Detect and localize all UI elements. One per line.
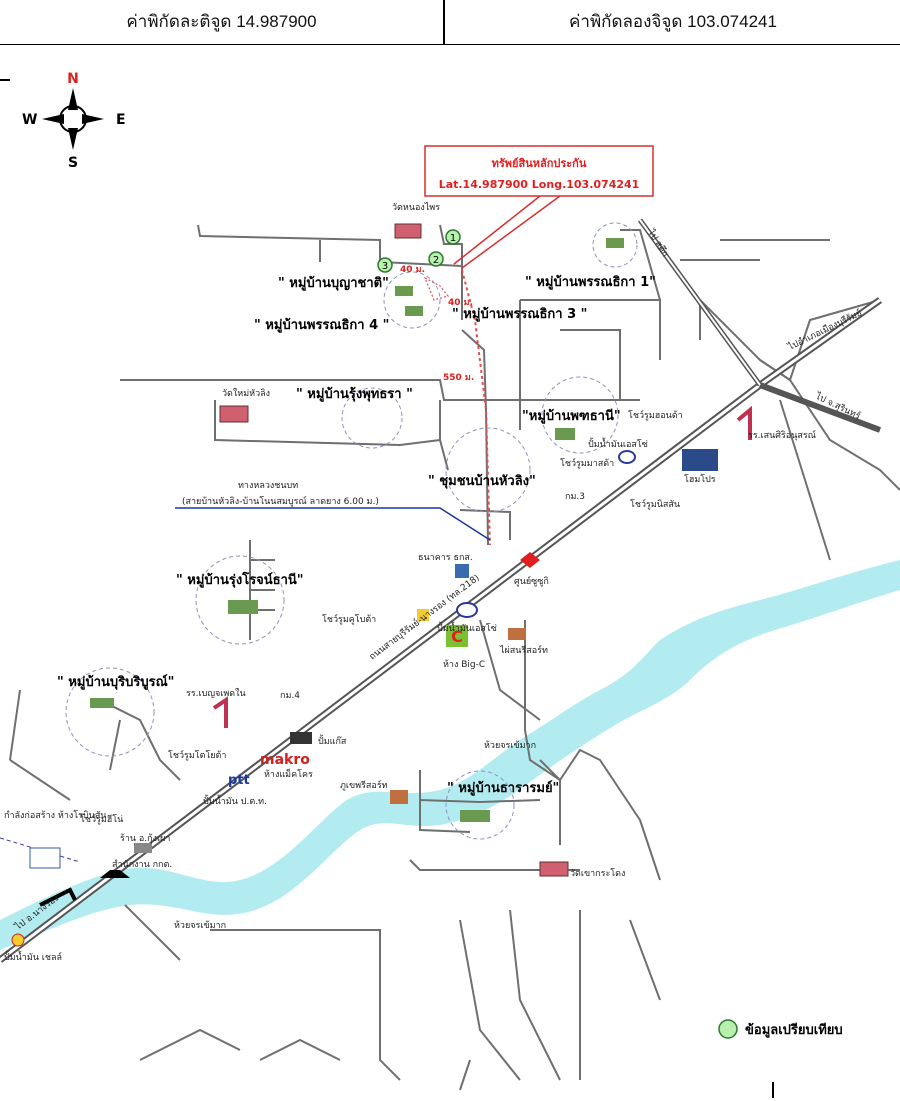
place-showroom-nissan: โชว์รูมนิสสัน	[630, 498, 680, 510]
comparable-3	[377, 257, 393, 273]
place-tile-resort: ไผ่สนรีสอร์ท	[499, 644, 548, 656]
legend-comparable-icon	[718, 1019, 738, 1039]
village-circles	[65, 222, 638, 840]
place-shop: ร้าน อ.กุ้งเผา	[120, 833, 170, 844]
latitude-label: ค่าพิกัดละติจูด 14.987900	[126, 12, 317, 31]
place-school-1: รร.เสนศิริอนุสรณ์	[748, 429, 816, 441]
place-rural-road: ทางหลวงชนบท	[238, 481, 298, 491]
place-showroom-honda: โชว์รูมฮอนด้า	[628, 409, 683, 421]
access-route	[461, 269, 491, 546]
callout-title: ทรัพย์สินหลักประกัน	[492, 157, 587, 170]
place-bank: ธนาคาร ธกส.	[418, 553, 473, 563]
callout-coords: Lat.14.987900 Long.103.074241	[439, 178, 640, 191]
village-pornthika-4: " หมู่บ้านพรรณธิกา 4 "	[254, 317, 389, 333]
header-bar: ค่าพิกัดละติจูด 14.987900 ค่าพิกัดลองจิจ…	[0, 0, 900, 45]
place-gas: ปั้มแก๊ส	[318, 734, 347, 747]
place-wat-nongpai: วัดหนองไพร	[392, 202, 440, 213]
village-rungrot: " หมู่บ้านรุ่งโรจน์ธานี"	[176, 571, 304, 588]
ptt-logo: ptt	[228, 773, 250, 788]
place-huai-top: ห้วยจรเข้มาก	[484, 740, 536, 751]
place-wat-kaokradong: วัดเขากระโดง	[570, 868, 625, 879]
village-pattani: "หมู่บ้านพฑธานี"	[522, 408, 621, 424]
village-pornthika-3: " หมู่บ้านพรรณธิกา 3 "	[452, 306, 587, 322]
place-suzuki: ศูนย์ซูซูกิ	[514, 575, 549, 587]
svg-text:3: 3	[382, 261, 388, 272]
river	[0, 560, 900, 950]
svg-text:2: 2	[433, 255, 439, 266]
village-rungputtara: " หมู่บ้านรุ้งพุทธรา "	[296, 386, 413, 402]
compass-west: W	[22, 112, 37, 128]
place-showroom-kubota: โชว์รูมคูโบต้า	[322, 613, 376, 625]
compass-north: N	[67, 71, 79, 87]
place-makro: ห้างแม็คโคร	[264, 767, 313, 780]
distance-label-1: 40 ม.	[400, 265, 425, 275]
community-huailing: " ชุมชนบ้านหัวลิง"	[428, 473, 536, 489]
distance-label-3: 550 ม.	[443, 373, 474, 383]
property-callout: ทรัพย์สินหลักประกัน Lat.14.987900 Long.1…	[424, 145, 654, 269]
legend: ข้อมูลเปรียบเทียบ	[718, 1019, 843, 1039]
place-km4: กม.4	[280, 691, 300, 701]
place-construction: กำลังก่อสร้าง ห้างโรบินสัน	[4, 810, 106, 821]
place-wat-huaying: วัดใหม่หัวลิง	[222, 388, 270, 399]
place-shell: ปั้มน้ำมัน เชลล์	[4, 950, 62, 963]
svg-text:1: 1	[450, 233, 456, 244]
place-showroom-mazda: โชว์รูมมาสด้า	[560, 457, 614, 469]
village-buriburun: " หมู่บ้านบุริบริบูรณ์"	[57, 674, 174, 690]
to-buriram-label: ไปอำเภอเมืองบุรีรัมย์	[785, 307, 864, 354]
place-resort: ภูเขพรีสอร์ท	[340, 779, 388, 791]
subject-property-marker	[423, 276, 450, 301]
comparable-markers: 1 2 3	[377, 229, 461, 273]
location-map[interactable]: N S E W ทรัพย์สินหลักประกัน Lat.14.98790…	[0, 44, 900, 1101]
to-satuek-label: ไป สตึก	[645, 227, 671, 259]
distance-label-2: 40 ม.	[448, 298, 473, 308]
rural-road-line	[175, 507, 491, 541]
place-huai-bottom: ห้วยจรเข้มาก	[174, 920, 226, 931]
place-showroom-hino: โชว์รูมฮีโน่	[80, 813, 123, 825]
village-bunyasiri: " หมู่บ้านบุญาชาติ"	[278, 275, 389, 291]
landmark-icons: C	[11, 223, 752, 947]
header-divider	[443, 0, 445, 44]
place-bigc: ห้าง Big-C	[443, 659, 485, 670]
place-km3: กม.3	[565, 492, 585, 502]
village-pornthika-1: " หมู่บ้านพรรณธิกา 1"	[525, 274, 656, 290]
village-thararom: " หมู่บ้านธารารมย์"	[447, 780, 559, 796]
legend-label: ข้อมูลเปรียบเทียบ	[745, 1022, 843, 1038]
place-rural-road-2: (สายบ้านหัวลิง-บ้านโนนสมบูรณ์ ลาดยาง 6.0…	[182, 495, 379, 507]
place-ptt: ปั้มน้ำมัน ป.ต.ท.	[203, 794, 267, 807]
comparable-1	[445, 229, 461, 245]
place-office: สำนักงาน กกต.	[112, 859, 172, 870]
svg-text:C: C	[451, 627, 463, 646]
place-showroom-toyota: โชว์รูมโตโยต้า	[168, 749, 226, 761]
place-homepro: โฮมโปร	[684, 474, 716, 485]
compass-east: E	[116, 112, 126, 128]
compass-rose: N S E W	[22, 71, 126, 171]
longitude-label: ค่าพิกัดลองจิจูด 103.074241	[569, 12, 777, 31]
main-highway	[0, 218, 883, 963]
comparable-2	[428, 251, 444, 267]
place-esso-1: ปั้มน้ำมันเอสโซ่	[588, 437, 648, 450]
minor-roads	[9, 219, 900, 1091]
place-esso-2: ปั้มน้ำมันเอสโซ่	[437, 621, 497, 634]
compass-south: S	[68, 155, 78, 171]
makro-logo: makro	[260, 752, 310, 768]
place-school-2: รร.เบญจเพดใน	[186, 688, 246, 699]
